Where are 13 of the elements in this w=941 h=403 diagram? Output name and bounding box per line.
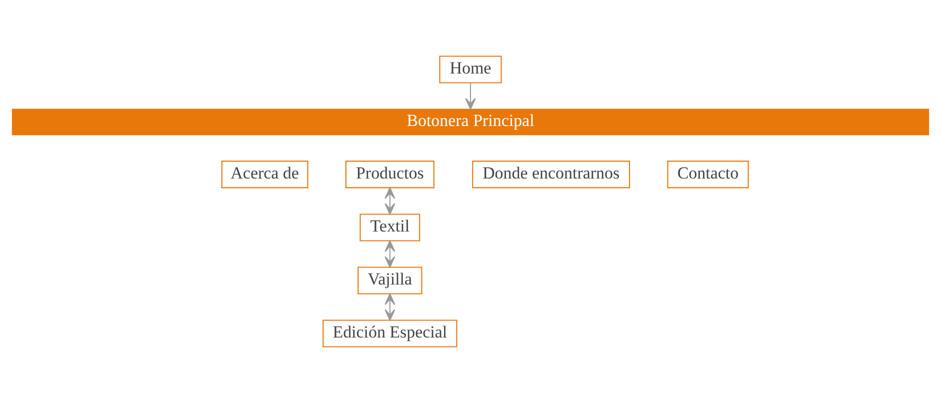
node-box: Vajilla <box>358 266 422 294</box>
node-box: Acerca de <box>221 160 308 188</box>
node-box: Productos <box>345 160 434 188</box>
node-box: Home <box>439 56 502 84</box>
node-box: Donde encontrarnos <box>472 160 630 188</box>
node-box: Edición Especial <box>322 320 458 348</box>
node-box: Contacto <box>667 160 749 188</box>
node-box: Textil <box>360 214 420 242</box>
node-box: Botonera Principal <box>12 108 930 136</box>
arrow <box>384 240 396 268</box>
arrow <box>384 187 396 215</box>
arrow <box>465 83 476 110</box>
arrow <box>384 293 396 321</box>
